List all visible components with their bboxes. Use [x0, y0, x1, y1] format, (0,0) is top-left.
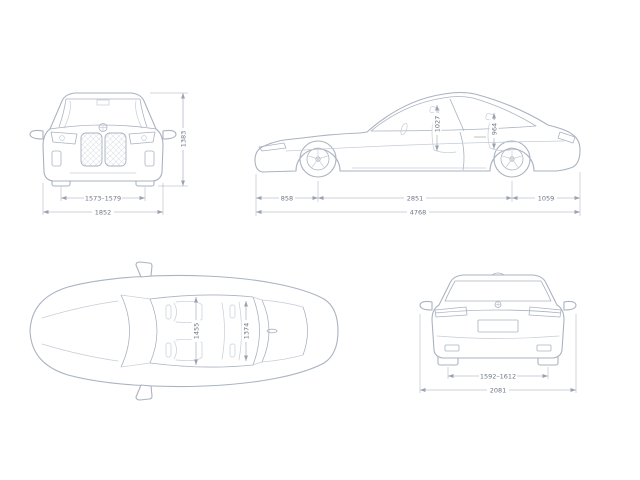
hood-crease-left: [63, 100, 71, 129]
dim-overall-length: 4768: [255, 207, 581, 217]
dim-length-segments: 858 2851 1059: [255, 172, 581, 216]
brand-roundel-rear-icon: [494, 301, 502, 308]
headlight-side: [258, 142, 287, 152]
dim-track-rear: 1592–1612: [447, 367, 549, 381]
dim-track-front: 1573–1579: [60, 187, 146, 203]
hood-crease-right: [135, 100, 143, 129]
dim-label-headroom-rear: 964: [490, 123, 498, 135]
dim-label-wheelbase: 2851: [407, 194, 424, 202]
dim-interior-width-rear: 1374: [241, 300, 251, 362]
a-pillar-lines: [120, 294, 151, 368]
dim-headroom-front: 1027: [432, 104, 442, 152]
dim-overall-width-mirrors: 2081: [419, 314, 577, 395]
brand-roundel-icon: [98, 123, 108, 132]
dim-headroom-rear: 964: [489, 112, 499, 150]
dim-label-track-front: 1573–1579: [85, 194, 121, 202]
dim-label-track-rear: 1592–1612: [480, 372, 516, 380]
rear-window: [444, 280, 552, 302]
rear-body-outline: [431, 274, 565, 359]
dim-overall-width: 1852: [42, 183, 164, 217]
roof-fin: [491, 272, 505, 276]
dim-label-overall-width: 1852: [95, 208, 112, 216]
front-windshield: [58, 98, 148, 128]
dim-interior-width-front: 1455: [191, 296, 201, 366]
bumper-crease-rear: [436, 335, 560, 339]
taillight-rear-right: [528, 306, 562, 318]
front-seats-top: [165, 301, 203, 361]
door-cut-line: [459, 131, 465, 171]
rear-view: 1592–1612 2081: [419, 272, 577, 395]
taillight-rear-left: [434, 306, 468, 318]
windshield-top: [120, 294, 130, 368]
dim-label-headroom-front: 1027: [433, 116, 441, 133]
c-pillar-lines: [252, 296, 304, 366]
side-view: 1027 964 858 2851 1059: [254, 91, 581, 217]
exhaust-left: [444, 344, 460, 352]
side-mirror-left: [29, 129, 44, 140]
air-intake-right: [144, 150, 155, 167]
dim-overall-height: 1383: [150, 92, 188, 187]
side-mirror-right: [162, 129, 177, 140]
dim-label-front-overhang: 858: [281, 194, 293, 202]
rear-window-top: [261, 299, 270, 363]
taillight-side: [557, 131, 576, 144]
dim-label-overall-width-mirrors: 2081: [490, 386, 507, 394]
side-glass: [370, 96, 537, 132]
dim-label-overall-height: 1383: [179, 131, 187, 148]
headlight-right: [128, 131, 156, 145]
top-mirror-lower: [135, 384, 153, 401]
exhaust-right: [536, 344, 552, 352]
b-pillar: [449, 98, 465, 132]
rear-mirror-left: [419, 300, 433, 311]
dim-label-interior-width-rear: 1374: [242, 323, 250, 340]
rear-mirror-right: [563, 300, 577, 311]
hood-contours-top: [41, 300, 119, 362]
roof-outline: [149, 294, 260, 368]
top-view: 1455 1374: [29, 261, 339, 401]
dim-label-interior-width-front: 1455: [192, 323, 200, 340]
top-body-outline: [29, 274, 339, 388]
trunk-line-top: [302, 306, 308, 356]
front-view: 1383 1573–1579 1852: [29, 92, 188, 217]
trunk-line-rear: [434, 309, 562, 314]
top-mirror-upper: [135, 261, 153, 278]
dim-label-rear-overhang: 1059: [538, 194, 555, 202]
headlight-left: [50, 131, 78, 145]
air-intake-left: [51, 150, 62, 167]
kidney-grille: [80, 132, 127, 167]
antenna-fin: [266, 328, 278, 334]
dim-label-overall-length: 4768: [410, 208, 427, 216]
license-plate: [477, 319, 519, 333]
character-line: [285, 140, 565, 152]
front-body-outline: [42, 92, 164, 182]
